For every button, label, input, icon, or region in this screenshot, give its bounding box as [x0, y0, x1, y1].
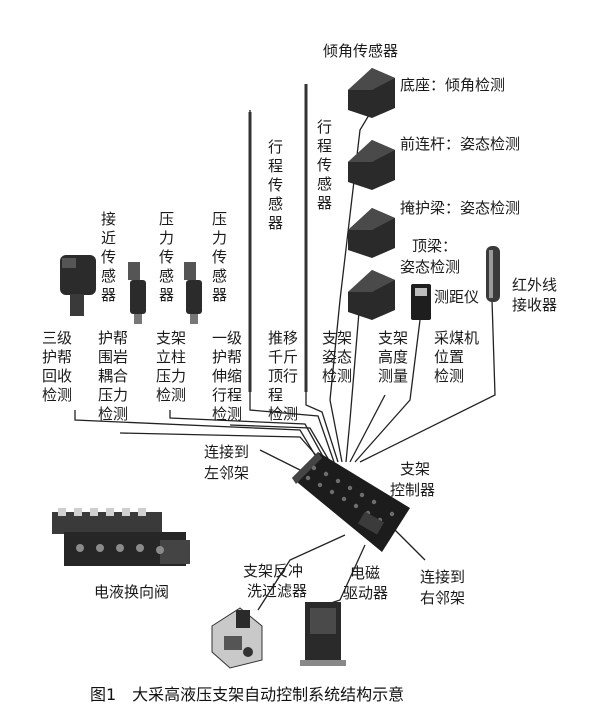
proximity-sensor [60, 255, 96, 316]
controller-label-2: 控制器 [390, 481, 435, 499]
base-label: 底座：倾角检测 [400, 76, 505, 94]
tilt-sensor-shield-beam [348, 208, 395, 258]
function-label-2: 护帮围岩耦合压力检测 [98, 329, 128, 423]
tilt-sensor-top-beam [348, 270, 395, 320]
front-link-label: 前连杆：姿态检测 [400, 135, 520, 153]
pressure-sensor-1 [128, 262, 146, 324]
bottom-labels: 连接到 左邻架 支架 控制器 电液换向阀 支架反冲 洗过滤器 电磁 驱动器 连接… [94, 443, 465, 607]
range-finder-label: 测距仪 [434, 288, 479, 306]
pressure-sensor-2-label: 压力传感器 [212, 210, 227, 304]
function-label-7: 支架高度测量 [378, 329, 408, 385]
function-label-5: 推移千斤顶行程检测 [268, 329, 298, 423]
top-labels: 倾角传感器 底座：倾角检测 前连杆：姿态检测 掩护梁：姿态检测 顶梁： 姿态检测… [323, 42, 557, 314]
function-label-1: 三级护帮回收检测 [42, 329, 72, 404]
range-finder-device [411, 284, 431, 320]
backflush-filter [211, 607, 263, 669]
controller-label-1: 支架 [400, 460, 430, 478]
driver-label-1: 电磁 [350, 564, 380, 582]
left-link-label-2: 左邻架 [204, 464, 249, 482]
ir-receiver-label-2: 接收器 [512, 296, 557, 314]
function-label-3: 支架立柱压力检测 [156, 329, 186, 404]
top-beam-label-1: 顶梁： [412, 237, 457, 255]
stroke-sensor-2-label: 行程传感器 [317, 118, 332, 212]
tilt-sensor-front-link [348, 140, 395, 190]
filter-label-2: 洗过滤器 [247, 582, 307, 600]
driver-label-2: 驱动器 [343, 584, 388, 602]
electro-hydraulic-valve [52, 508, 190, 566]
proximity-sensor-label: 接近传感器 [101, 210, 116, 304]
top-beam-label-2: 姿态检测 [400, 258, 460, 276]
valve-label: 电液换向阀 [94, 583, 169, 601]
right-link-label-2: 右邻架 [420, 589, 465, 607]
ir-receiver-device [486, 246, 500, 302]
pressure-sensor-1-label: 压力传感器 [159, 210, 174, 304]
stroke-sensor-1-label: 行程传感器 [268, 138, 283, 232]
function-label-4: 一级护帮伸缩行程检测 [212, 329, 242, 423]
support-controller [292, 452, 410, 552]
shield-beam-label: 掩护梁：姿态检测 [400, 199, 520, 217]
function-labels: 三级护帮回收检测护帮围岩耦合压力检测支架立柱压力检测一级护帮伸缩行程检测推移千斤… [42, 329, 479, 423]
vertical-sensor-labels: 接近传感器 压力传感器 压力传感器 行程传感器 行程传感器 [101, 118, 332, 304]
tilt-sensor-label: 倾角传感器 [323, 42, 398, 60]
figure-caption: 图1 大采高液压支架自动控制系统结构示意 [90, 685, 404, 704]
ir-receiver-label-1: 红外线 [512, 276, 557, 294]
left-link-label-1: 连接到 [204, 443, 249, 461]
solenoid-driver [300, 602, 346, 666]
pressure-sensor-2 [184, 262, 202, 324]
tilt-sensor-base [348, 68, 395, 118]
function-label-6: 支架姿态检测 [322, 329, 352, 385]
filter-label-1: 支架反冲 [243, 562, 303, 580]
function-label-8: 采煤机位置检测 [434, 329, 479, 385]
right-link-label-1: 连接到 [420, 568, 465, 586]
